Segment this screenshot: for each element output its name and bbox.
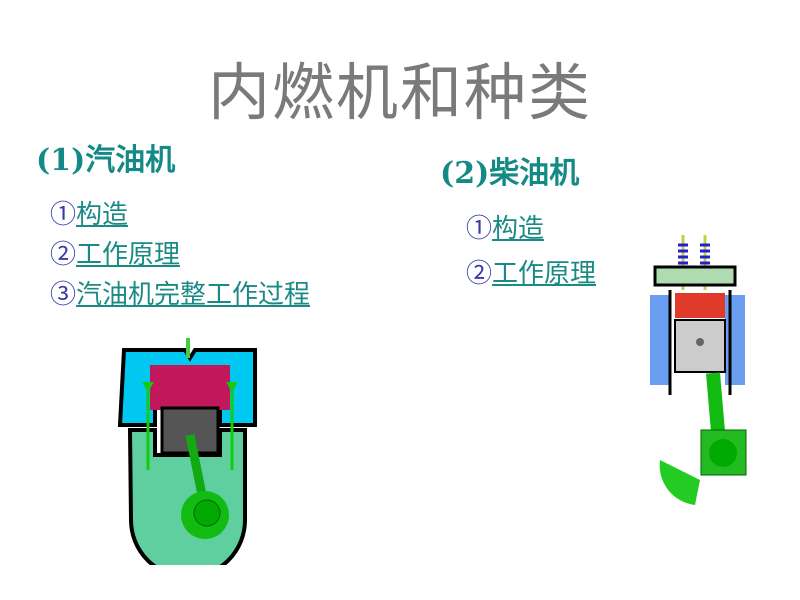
- item-number: ①: [50, 200, 77, 230]
- diesel-engine-illustration: [650, 235, 747, 505]
- principle-link[interactable]: 工作原理: [492, 259, 597, 289]
- item-number: ②: [50, 240, 77, 270]
- slide-title: 内燃机和种类: [207, 56, 592, 129]
- gasoline-item-process[interactable]: ③汽油机完整工作过程: [50, 274, 310, 311]
- diesel-heading: (2)柴油机: [440, 156, 580, 191]
- process-link[interactable]: 汽油机完整工作过程: [76, 280, 311, 310]
- item-number: ①: [466, 214, 493, 244]
- diesel-item-principle[interactable]: ②工作原理: [466, 253, 596, 290]
- gasoline-heading: (1)汽油机: [36, 143, 176, 178]
- gasoline-engine-illustration: [117, 338, 257, 565]
- principle-link[interactable]: 工作原理: [76, 240, 181, 270]
- gasoline-item-structure[interactable]: ①构造: [50, 194, 128, 231]
- gasoline-item-principle[interactable]: ②工作原理: [50, 234, 180, 271]
- diesel-item-structure[interactable]: ①构造: [466, 208, 544, 245]
- structure-link[interactable]: 构造: [492, 214, 545, 244]
- structure-link[interactable]: 构造: [76, 200, 129, 230]
- item-number: ②: [466, 259, 493, 289]
- item-number: ③: [50, 280, 77, 310]
